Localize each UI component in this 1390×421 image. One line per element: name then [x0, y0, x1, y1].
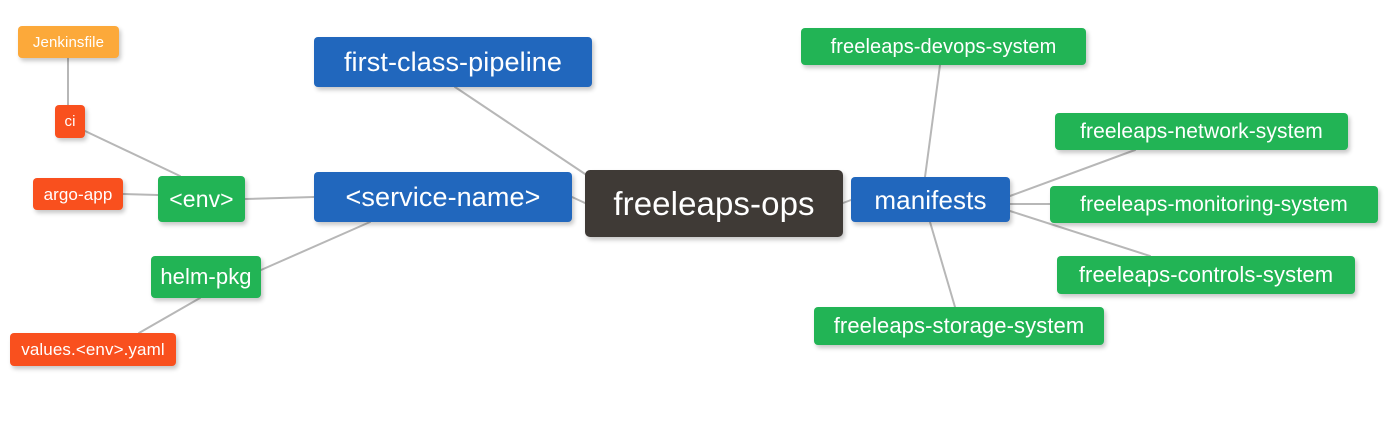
node-monitoring[interactable]: freeleaps-monitoring-system — [1050, 186, 1378, 223]
edge-env-to-ci — [84, 130, 181, 177]
node-argo[interactable]: argo-app — [33, 178, 123, 210]
edge-helm-to-values — [138, 297, 201, 334]
node-service[interactable]: <service-name> — [314, 172, 572, 222]
node-env[interactable]: <env> — [158, 176, 245, 222]
node-helm[interactable]: helm-pkg — [151, 256, 261, 298]
edge-service-to-helm — [260, 221, 371, 271]
edge-root-to-manifests — [842, 199, 852, 204]
edge-manifests-to-devops — [924, 64, 941, 178]
node-jenkinsfile[interactable]: Jenkinsfile — [18, 26, 119, 58]
edge-manifests-to-controls — [1009, 210, 1151, 257]
edge-service-to-env — [244, 196, 315, 200]
node-storage[interactable]: freeleaps-storage-system — [814, 307, 1104, 345]
node-pipeline[interactable]: first-class-pipeline — [314, 37, 592, 87]
edge-manifests-to-network — [1009, 149, 1136, 197]
edge-env-to-argo — [122, 193, 159, 196]
node-values[interactable]: values.<env>.yaml — [10, 333, 176, 366]
edge-root-to-pipeline — [454, 86, 589, 177]
edge-root-to-service — [571, 196, 586, 204]
node-root[interactable]: freeleaps-ops — [585, 170, 843, 237]
node-manifests[interactable]: manifests — [851, 177, 1010, 222]
node-controls[interactable]: freeleaps-controls-system — [1057, 256, 1355, 294]
node-network[interactable]: freeleaps-network-system — [1055, 113, 1348, 150]
node-devops[interactable]: freeleaps-devops-system — [801, 28, 1086, 65]
node-ci[interactable]: ci — [55, 105, 85, 138]
edge-manifests-to-storage — [929, 221, 956, 308]
